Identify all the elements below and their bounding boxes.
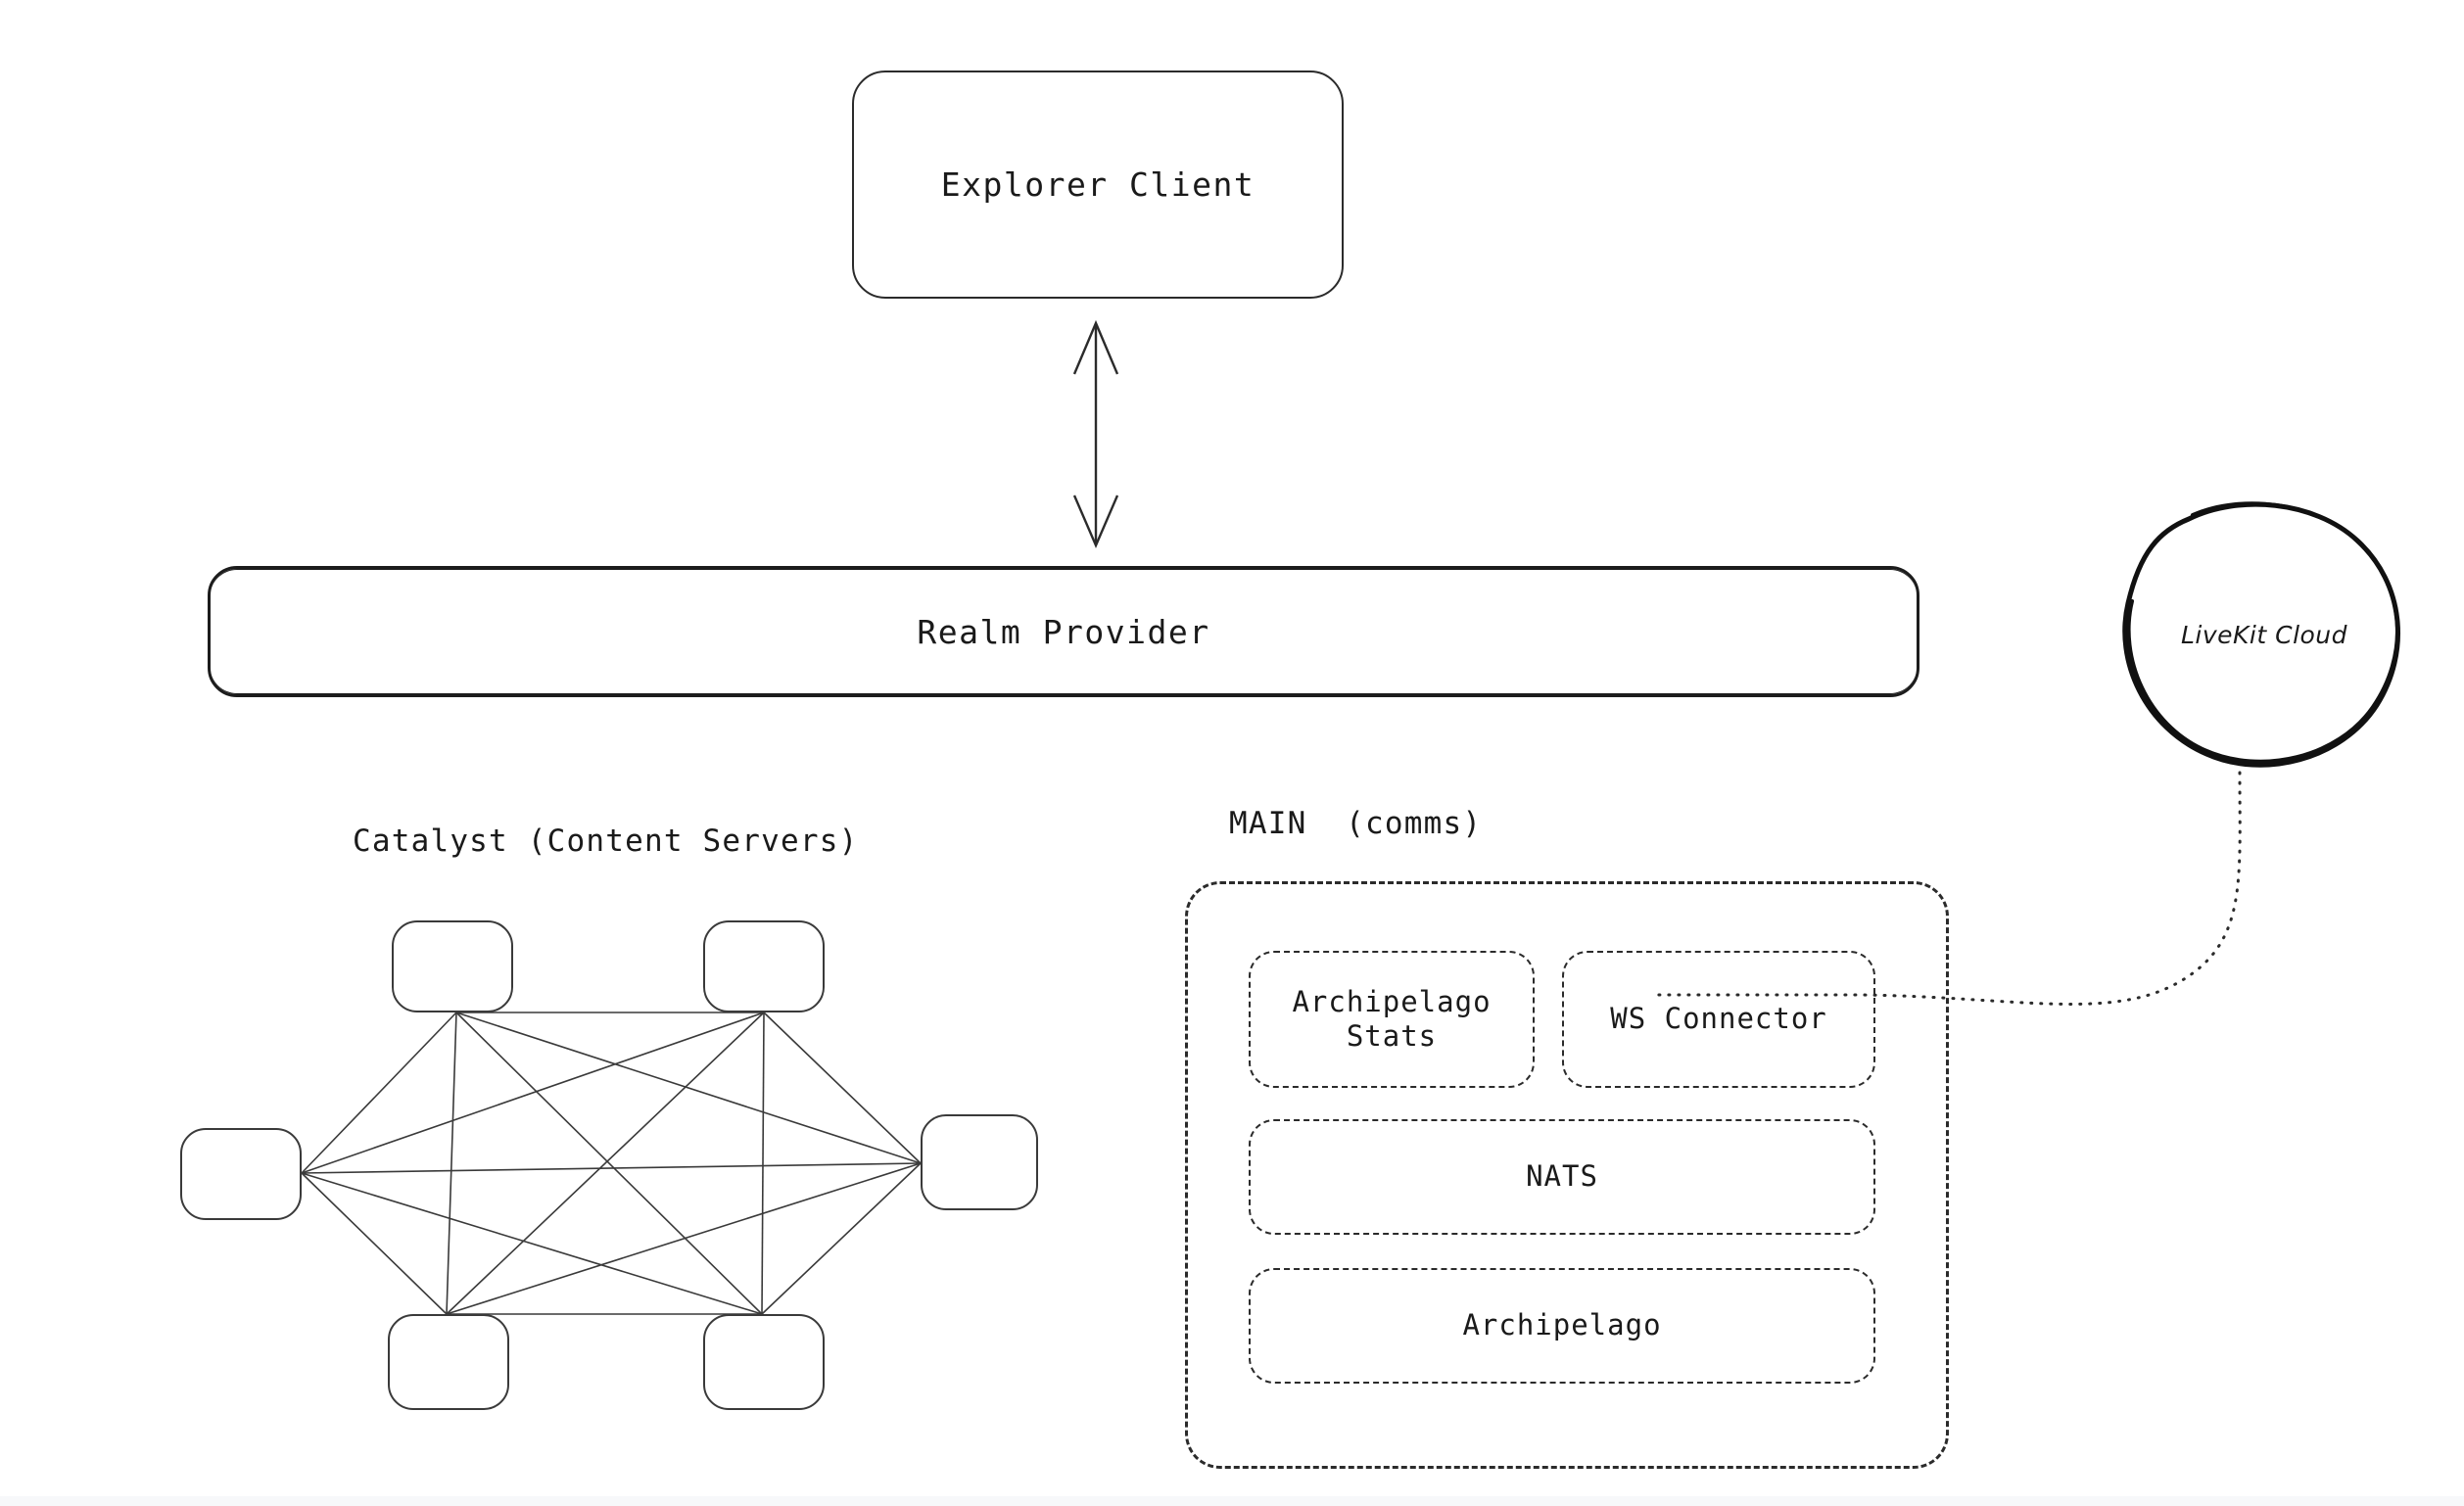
- livekit-cloud-label: LiveKit Cloud: [2180, 620, 2348, 649]
- archipelago-stats-label: Archipelago Stats: [1292, 984, 1492, 1053]
- archipelago-box[interactable]: Archipelago: [1249, 1268, 1875, 1384]
- livekit-cloud-node[interactable]: LiveKit Cloud: [2118, 497, 2410, 772]
- catalyst-node-right[interactable]: [921, 1114, 1038, 1210]
- main-comms-container: Archipelago Stats WS Connector NATS Arch…: [1185, 881, 1949, 1469]
- catalyst-mesh-group: [147, 881, 1077, 1449]
- explorer-client-label: Explorer Client: [940, 165, 1256, 204]
- explorer-client-box[interactable]: Explorer Client: [852, 71, 1344, 299]
- realm-provider-label: Realm Provider: [917, 612, 1210, 651]
- bottom-edge-band: [0, 1496, 2464, 1506]
- explorer-realm-arrow: [1072, 319, 1119, 549]
- nats-box[interactable]: NATS: [1249, 1119, 1875, 1235]
- ws-connector-box[interactable]: WS Connector: [1562, 951, 1875, 1088]
- catalyst-node-bottom-left[interactable]: [388, 1314, 509, 1410]
- catalyst-section-title: Catalyst (Content Servers): [353, 824, 859, 859]
- catalyst-node-left[interactable]: [180, 1128, 302, 1220]
- archipelago-stats-box[interactable]: Archipelago Stats: [1249, 951, 1535, 1088]
- catalyst-mesh-edges: [301, 1012, 922, 1315]
- catalyst-node-bottom-right[interactable]: [703, 1314, 825, 1410]
- catalyst-node-top-left[interactable]: [392, 920, 513, 1012]
- archipelago-label: Archipelago: [1462, 1308, 1662, 1342]
- realm-provider-box[interactable]: Realm Provider: [208, 566, 1919, 697]
- nats-label: NATS: [1526, 1159, 1598, 1194]
- livekit-cloud-circle-icon: [2122, 501, 2400, 768]
- main-comms-section-title: MAIN (comms): [1229, 806, 1483, 841]
- catalyst-node-top-right[interactable]: [703, 920, 825, 1012]
- ws-connector-label: WS Connector: [1610, 1002, 1827, 1036]
